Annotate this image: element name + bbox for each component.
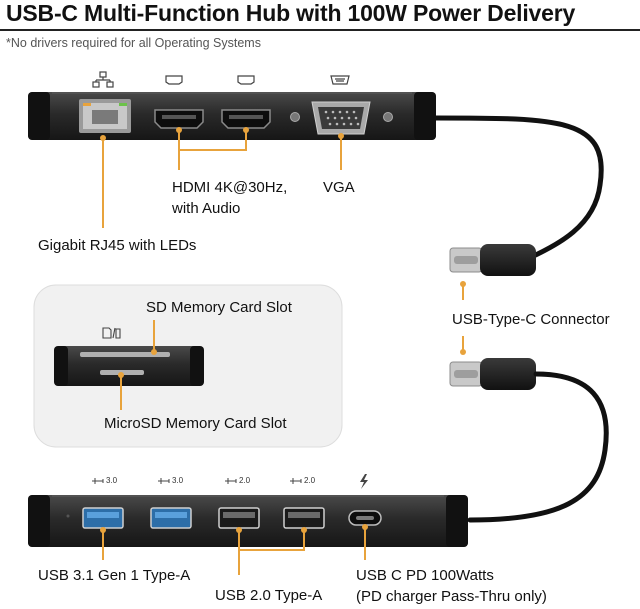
usb-icon — [92, 478, 104, 484]
usb2-speed-tag: 3.0 — [172, 476, 184, 485]
vga-port — [311, 101, 371, 135]
card-reader-body — [54, 346, 204, 386]
sd-card-icon — [102, 327, 121, 339]
vga-label: VGA — [323, 179, 355, 196]
usb20-callout-line — [238, 530, 305, 575]
network-icon — [92, 71, 114, 88]
vga-screw-left — [290, 112, 300, 122]
usbc-pd-label-line2: (PD charger Pass-Thru only) — [356, 588, 547, 605]
top-cable — [433, 115, 604, 265]
sd-slot-label: SD Memory Card Slot — [146, 299, 292, 316]
usb-2-port-1 — [218, 507, 260, 529]
usb-icon — [158, 478, 170, 484]
usb-2-port-2 — [283, 507, 325, 529]
usb4-speed-tag: 2.0 — [304, 476, 316, 485]
page-subtitle: *No drivers required for all Operating S… — [6, 36, 261, 50]
hdmi-icon — [237, 75, 255, 85]
usb1-speed-tag: 3.0 — [106, 476, 118, 485]
usb-c-plug-top — [449, 244, 536, 276]
usb20-label: USB 2.0 Type-A — [215, 587, 323, 604]
vga-screw-right — [383, 112, 393, 122]
hdmi-label-line1: HDMI 4K@30Hz, — [172, 179, 288, 196]
vga-icon — [330, 75, 350, 85]
lightning-icon — [360, 474, 368, 489]
rj45-port — [79, 99, 131, 133]
usbc-pd-label-line1: USB C PD 100Watts — [356, 567, 494, 584]
top-callouts — [102, 130, 342, 228]
hdmi-port-1 — [154, 109, 204, 129]
sd-slot — [80, 352, 170, 357]
hdmi-label-line2: with Audio — [172, 200, 241, 217]
usb-c-plug-bottom — [449, 358, 536, 390]
rj45-label: Gigabit RJ45 with LEDs — [38, 237, 197, 254]
usb-icon — [290, 478, 302, 484]
hdmi-icon — [165, 75, 183, 85]
hdmi-port-2 — [221, 109, 271, 129]
hdmi-callout-line — [178, 130, 247, 170]
title-divider — [0, 29, 640, 31]
microsd-slot-label: MicroSD Memory Card Slot — [104, 415, 287, 432]
usb-icon — [225, 478, 237, 484]
bottom-cable — [467, 371, 609, 523]
usb-c-port — [348, 510, 382, 526]
usb-c-connector-label: USB-Type-C Connector — [452, 311, 610, 328]
page-title: USB-C Multi-Function Hub with 100W Power… — [6, 0, 576, 26]
usb-3-port-2 — [150, 507, 192, 529]
usb31-label: USB 3.1 Gen 1 Type-A — [38, 567, 191, 584]
usb3-speed-tag: 2.0 — [239, 476, 251, 485]
usb-3-port-1 — [82, 507, 124, 529]
